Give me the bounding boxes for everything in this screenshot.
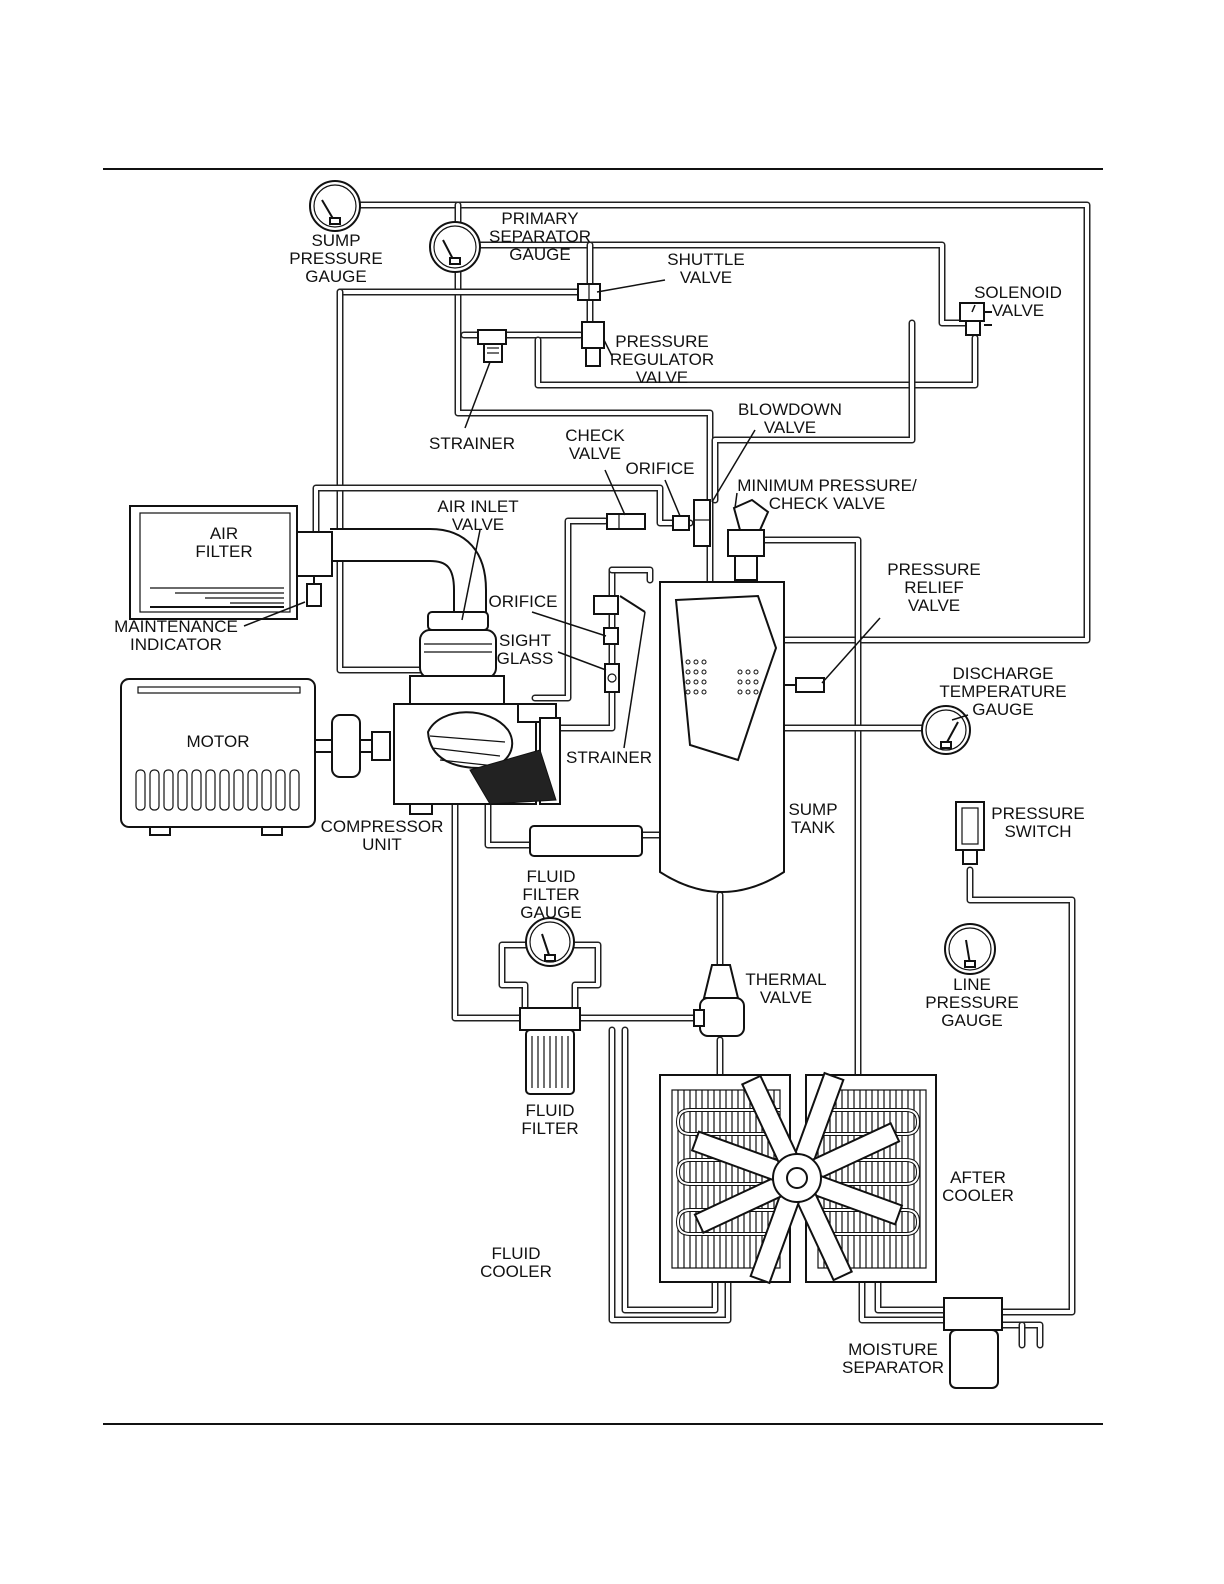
discharge-temperature-gauge-icon	[921, 705, 971, 755]
sight-glass-icon	[604, 663, 620, 693]
air-filter-icon	[129, 505, 333, 620]
pressure-relief-valve-icon	[784, 677, 825, 693]
orifice-mid-icon	[593, 595, 619, 645]
leader-lines	[243, 279, 976, 749]
label-orifice-mid: ORIFICE	[489, 592, 558, 611]
line-pressure-gauge-icon	[944, 923, 996, 975]
primary-separator-gauge-icon	[429, 221, 481, 273]
label-minimum-pressure-check-valve: MINIMUM PRESSURE/CHECK VALVE	[737, 476, 917, 513]
pressure-switch-icon	[955, 801, 985, 865]
shuttle-valve-icon	[577, 283, 601, 301]
fluid-filter-icon	[519, 1007, 581, 1095]
blowdown-valve-icon	[693, 499, 711, 547]
minimum-pressure-check-valve-icon	[727, 498, 770, 581]
fan-icon	[690, 1071, 904, 1285]
orifice-icon	[672, 515, 690, 531]
air-inlet-valve-icon	[409, 611, 505, 705]
sump-pressure-gauge-icon	[309, 180, 361, 232]
label-orifice-top: ORIFICE	[626, 459, 695, 478]
strainer-icon	[477, 329, 507, 363]
moisture-separator-icon	[943, 1297, 1003, 1389]
check-valve-icon	[606, 513, 646, 530]
label-motor: MOTOR	[187, 732, 250, 751]
thermal-valve-icon	[693, 964, 745, 1037]
fluid-filter-gauge-icon	[525, 917, 575, 967]
compressor-unit-icon	[393, 703, 561, 815]
sump-tank-icon	[659, 581, 785, 893]
solenoid-valve-icon	[959, 302, 992, 336]
discharge-pipe-icon	[529, 825, 643, 857]
motor-icon	[120, 678, 391, 836]
pressure-regulator-valve-icon	[581, 321, 605, 367]
strainer-mid-icon	[619, 595, 646, 613]
label-strainer-mid: STRAINER	[566, 748, 652, 767]
piping	[312, 201, 1091, 1349]
label-strainer-top: STRAINER	[429, 434, 515, 453]
maintenance-indicator-icon	[306, 576, 322, 607]
